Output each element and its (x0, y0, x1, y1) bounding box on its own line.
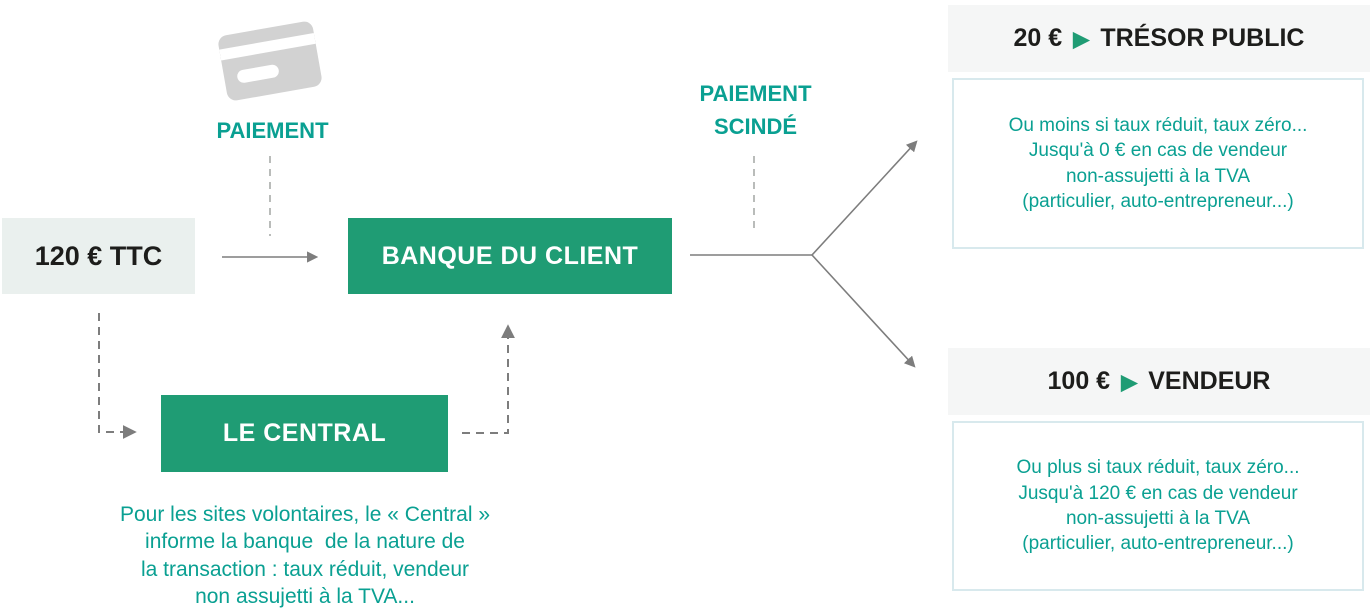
vendor-panel-body: Ou plus si taux réduit, taux zéro... Jus… (952, 421, 1364, 591)
treasury-amount: 20 € (1013, 24, 1063, 52)
flow-triangle-icon: ▶ (1121, 371, 1138, 394)
footnote-line: non assujetti à la TVA... (195, 584, 415, 608)
credit-card-stripe (219, 32, 316, 61)
dashed-arrow-amount-to-central (98, 313, 137, 439)
treasury-text-line: Jusqu'à 0 € en cas de vendeur (1028, 140, 1288, 162)
dashed-arrow-central-to-bank (462, 324, 515, 434)
payment-label: PAIEMENT (216, 118, 329, 143)
treasury-text-line: (particulier, auto-entrepreneur...) (1022, 190, 1294, 212)
split-payment-label-line1: PAIEMENT (699, 81, 812, 106)
vendor-amount: 100 € (1047, 367, 1111, 395)
fork-arrow-to-vendor (811, 254, 916, 368)
treasury-title: TRÉSOR PUBLIC (1100, 24, 1305, 52)
vendor-text-line: Ou plus si taux réduit, taux zéro... (1016, 457, 1300, 479)
footnote-line: la transaction : taux réduit, vendeur (140, 557, 470, 581)
treasury-text-line: Ou moins si taux réduit, taux zéro... (1008, 114, 1308, 136)
vendor-panel-header: 100 € ▶ VENDEUR (948, 348, 1370, 415)
vendor-text-line: non-assujetti à la TVA (1065, 508, 1251, 529)
treasury-text-line: non-assujetti à la TVA (1065, 165, 1251, 187)
credit-card-icon (212, 8, 328, 110)
flow-triangle-icon: ▶ (1073, 28, 1090, 51)
footnote-line: informe la banque de la nature de (145, 530, 465, 554)
treasury-panel-header: 20 € ▶ TRÉSOR PUBLIC (948, 5, 1370, 72)
vendor-text-line: (particulier, auto-entrepreneur...) (1022, 533, 1294, 555)
split-payment-label: PAIEMENT SCINDÉ (688, 77, 823, 143)
vendor-text-line: Jusqu'à 120 € en cas de vendeur (1018, 482, 1298, 504)
client-bank-box: BANQUE DU CLIENT (348, 218, 672, 294)
fork-arrow-to-treasury (811, 140, 918, 256)
vendor-title: VENDEUR (1148, 367, 1271, 395)
footnote-line: Pour les sites volontaires, le « Central… (119, 503, 490, 526)
credit-card-signature-box (236, 63, 280, 84)
split-payment-label-line2: SCINDÉ (713, 114, 798, 139)
treasury-panel-body: Ou moins si taux réduit, taux zéro... Ju… (952, 78, 1364, 249)
amount-ttc-box: 120 € TTC (2, 218, 195, 294)
credit-card-body (216, 20, 324, 102)
central-footnote: Pour les sites volontaires, le « Central… (55, 501, 555, 610)
central-box: LE CENTRAL (161, 395, 448, 472)
